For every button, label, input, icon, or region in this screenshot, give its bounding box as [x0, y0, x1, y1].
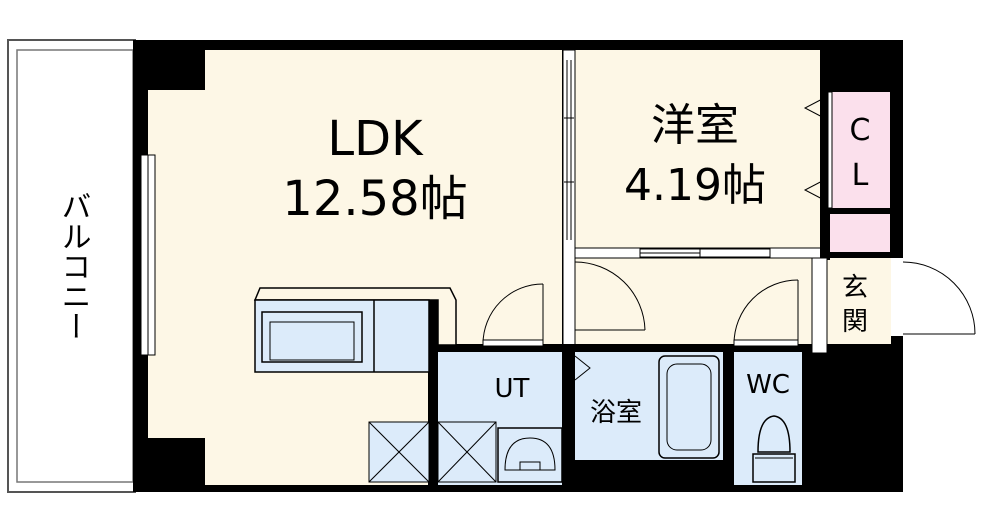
wall-ut-bath [563, 352, 575, 485]
balcony-window [140, 154, 156, 356]
wall-kitchen-ut [428, 300, 438, 485]
western-sliding-door [564, 60, 574, 240]
column-top-left [133, 40, 205, 90]
column-bottom-left [133, 438, 205, 492]
entrance-floor [827, 258, 891, 344]
western-room-door [639, 248, 771, 258]
hallway-floor [575, 258, 825, 344]
closet-label-c: C [850, 113, 871, 148]
toilet-label: WC [746, 370, 790, 400]
wall-ldk-western [562, 49, 576, 351]
kitchen-counter [253, 287, 457, 373]
balcony-label: バルコニー [56, 191, 91, 341]
entrance-label-1: 玄 [842, 273, 868, 303]
closet-area [830, 92, 890, 208]
storage-boxes [368, 421, 497, 483]
utility-label: UT [495, 374, 530, 404]
ldk-name: LDK [327, 111, 424, 167]
bathroom-label: 浴室 [590, 398, 642, 428]
entrance-label-2: 関 [842, 307, 868, 337]
wall-closet-divider [820, 50, 830, 260]
balcony [7, 39, 136, 493]
toilet-fixture [752, 415, 796, 483]
wall-bath-wc [723, 352, 734, 485]
western-room-name: 洋室 [651, 100, 739, 151]
ldk-size: 12.58帖 [282, 171, 467, 227]
hallway-door [574, 261, 646, 331]
utility-door [482, 283, 544, 347]
bathtub [658, 355, 720, 459]
washbasin [497, 427, 563, 483]
western-room-floor [575, 50, 820, 248]
entrance-storage [830, 214, 890, 252]
bathroom-door-mark [574, 355, 591, 381]
closet-label-l: L [852, 158, 869, 193]
closet-doors [803, 91, 833, 209]
toilet-door [733, 279, 799, 347]
western-room-size: 4.19帖 [624, 160, 766, 211]
wall-entrance-left [811, 257, 828, 354]
entrance-door [891, 258, 976, 336]
wall-hall-wet [438, 344, 828, 352]
